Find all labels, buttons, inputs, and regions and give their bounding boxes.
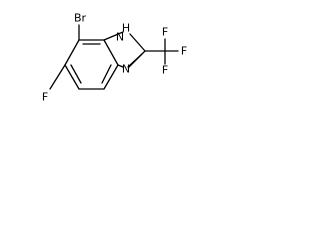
bond-c6-c7 [64,39,80,66]
bond-c5-c6 [64,64,80,90]
double-bond-c5-c6 [70,64,82,84]
atom-label-n-lower: N [122,63,130,76]
atom-label-cf3-right: F [181,45,187,58]
trifluoromethyl-group [144,38,179,65]
benzene-ring [64,39,119,90]
bond-c7a-c3a [103,39,119,66]
atom-label-n-upper: N [116,31,124,44]
bond-c7a-n1 [103,31,124,41]
bond-c3a-c4 [103,64,119,90]
double-bond-c2-n3 [127,53,143,68]
atom-label-fluorine-ring: F [42,91,48,104]
atom-label-cf3-top: F [162,26,168,39]
bond-n3-c3a [117,64,124,68]
atom-label-nh: H [122,22,130,35]
molecule-structure: Br F H N N F F F [42,12,187,104]
imidazole-ring [103,31,146,68]
double-bond-c3a-c4 [101,64,112,84]
atom-label-cf3-bottom: F [162,64,168,77]
bond-n1-c2 [129,33,146,52]
bond-c6-f [49,64,66,90]
atom-label-bromine: Br [74,12,87,25]
